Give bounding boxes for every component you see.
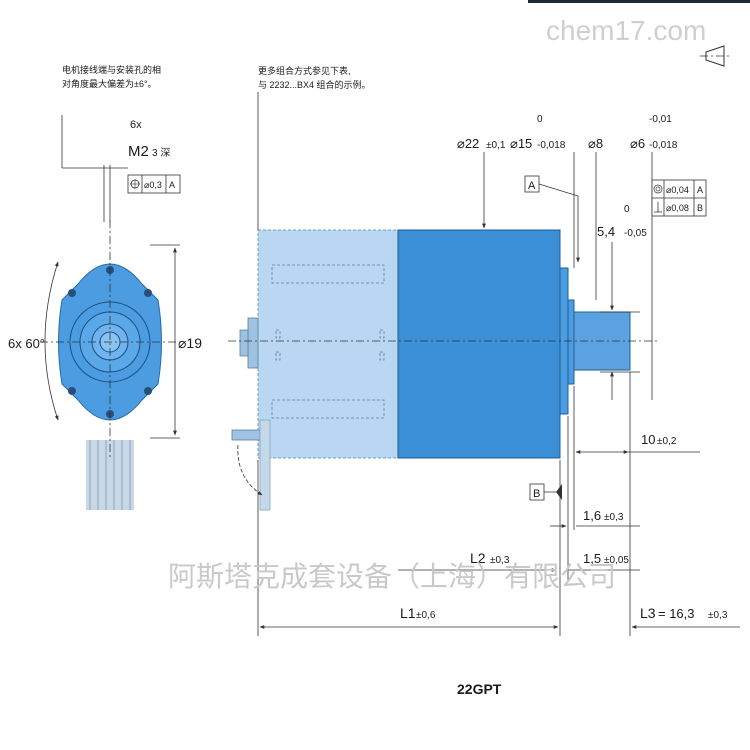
dim-l3-tol: ±0,3 <box>708 610 728 621</box>
dim-dia-19: ⌀19 <box>178 335 202 351</box>
thread-depth: 3 深 <box>152 147 170 159</box>
side-view <box>228 229 660 511</box>
dim-d15: ⌀15 <box>510 136 532 151</box>
dim-d6-lo: -0,018 <box>649 140 678 151</box>
datum-b-box: B <box>529 483 562 501</box>
concentricity-symbol-icon <box>653 184 663 194</box>
pos-tol-value: ⌀0,3 <box>144 180 162 190</box>
top-edge-bar <box>528 0 750 3</box>
dim-1-6: 1,6 <box>583 508 601 523</box>
model-label: 22GPT <box>457 681 502 697</box>
conc-datum: A <box>697 185 703 195</box>
perpendicularity-symbol-icon <box>654 202 662 213</box>
dim-10: 10 <box>641 432 655 447</box>
pos-tol-datum: A <box>169 180 175 190</box>
svg-text:B: B <box>533 488 540 500</box>
dim-l2: L2 <box>470 550 486 566</box>
watermark-top: chem17.com <box>546 15 706 46</box>
dim-1-5-tol: ±0,05 <box>604 555 629 566</box>
front-view: ⌀19 6x 60° <box>8 115 202 510</box>
dim-d15-up: 0 <box>537 114 543 125</box>
dim-1-6-tol: ±0,3 <box>604 512 624 523</box>
dim-l1: L1 <box>400 605 416 621</box>
dim-angle: 6x 60° <box>8 336 45 351</box>
hole-count: 6x <box>130 119 142 131</box>
note-left-2: 对角度最大偏差为±6°。 <box>62 78 157 89</box>
position-tolerance-frame: ⌀0,3 A <box>127 174 181 194</box>
dim-d15-lo: -0,018 <box>537 140 566 151</box>
perp-datum: B <box>697 203 703 213</box>
dim-flat: 5,4 <box>597 224 615 239</box>
dim-d8: ⌀8 <box>588 136 603 151</box>
note-mid-2: 与 2232...BX4 组合的示例。 <box>258 79 371 90</box>
dim-flat-lo: -0,05 <box>624 228 647 239</box>
dim-10-tol: ±0,2 <box>657 436 677 447</box>
taper-symbol-icon <box>700 45 730 67</box>
dim-d6-up: -0,01 <box>649 114 672 125</box>
dim-d22: ⌀22 <box>457 136 479 151</box>
dim-l3: L3 <box>640 605 656 621</box>
thread-size: M2 <box>128 143 149 160</box>
gearhead-body <box>397 229 561 459</box>
geometric-tolerance-frame: ⌀0,04 ⌀0,08 A B <box>651 179 707 217</box>
dim-l2-tol: ±0,3 <box>490 555 510 566</box>
watermark-bottom: 阿斯塔克成套设备（上海）有限公司 <box>168 560 616 593</box>
dim-1-5: 1,5 <box>583 551 601 566</box>
motor-body <box>257 229 399 459</box>
conc-tol-value: ⌀0,04 <box>666 185 689 195</box>
dim-l1-tol: ±0,6 <box>416 610 436 621</box>
dim-l3-val: = 16,3 <box>658 606 695 621</box>
dim-flat-up: 0 <box>624 204 630 215</box>
perp-tol-value: ⌀0,08 <box>666 203 689 213</box>
note-left-1: 电机接线端与安装孔的相 <box>62 64 161 75</box>
datum-a-box: A <box>524 175 580 263</box>
dim-d6: ⌀6 <box>630 136 645 151</box>
svg-text:A: A <box>528 180 536 192</box>
dim-d22-tol: ±0,1 <box>486 140 506 151</box>
note-mid-1: 更多组合方式参见下表, <box>258 65 351 76</box>
